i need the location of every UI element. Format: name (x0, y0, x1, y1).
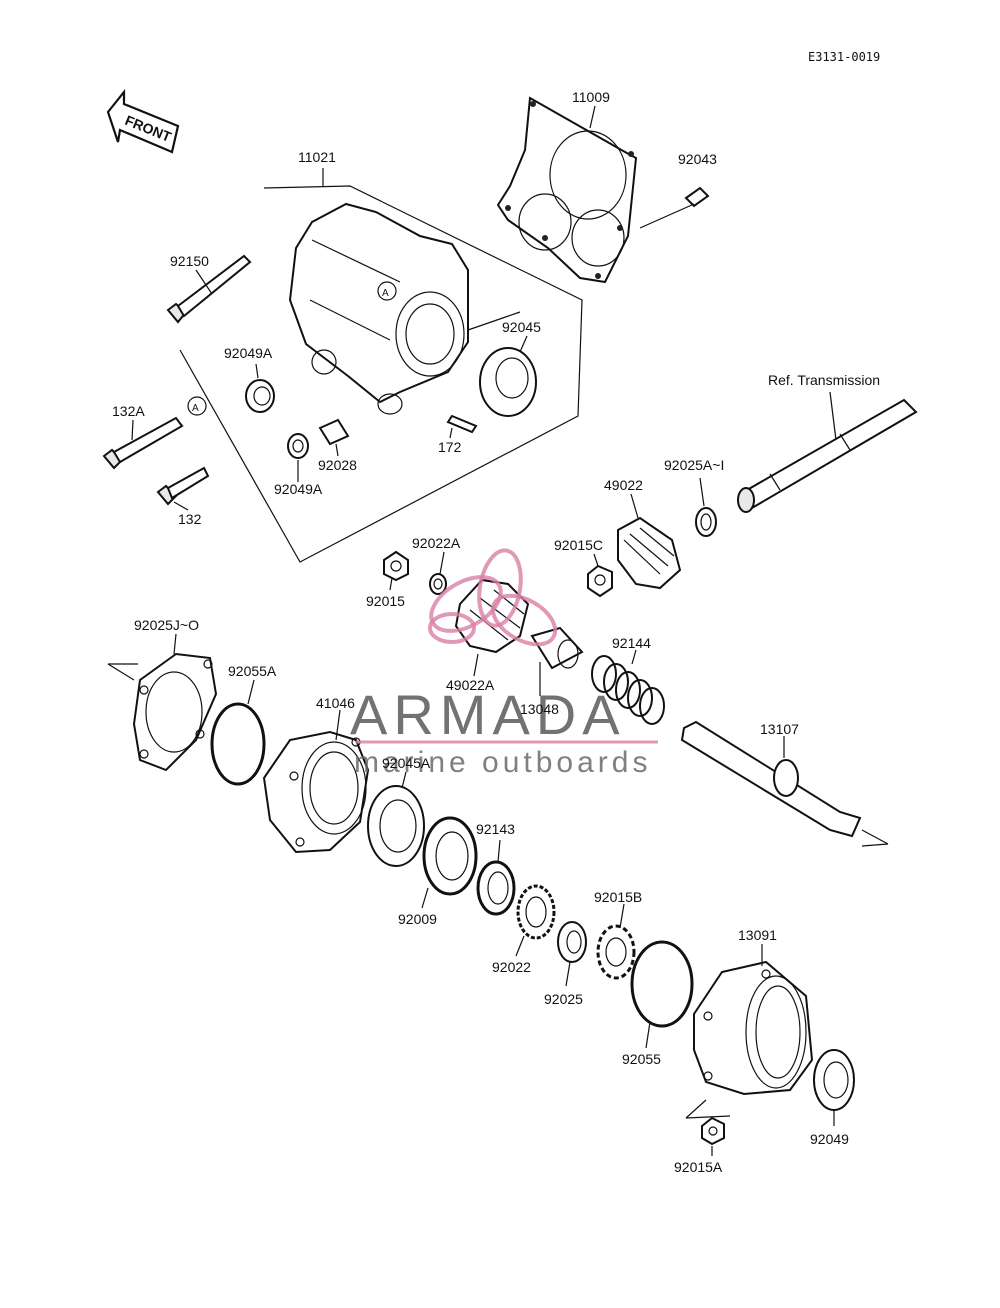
label-92150: 92150 (170, 253, 209, 269)
label-92009: 92009 (398, 911, 437, 927)
sleeve-92028 (318, 418, 350, 446)
label-13107: 13107 (760, 721, 799, 737)
label-92025: 92025 (544, 991, 583, 1007)
label-92045: 92045 (502, 319, 541, 335)
bearing-92045A (367, 771, 425, 867)
label-11009: 11009 (572, 89, 610, 105)
label-49022A: 49022A (446, 677, 495, 693)
lock-washer-92022 (515, 884, 556, 957)
label-49022: 49022 (604, 477, 643, 493)
output-housing-13091 (693, 944, 814, 1096)
gasket-11009 (496, 96, 638, 284)
label-92015A: 92015A (674, 1159, 723, 1175)
housing-11021: A (288, 202, 469, 415)
nut-92015A (685, 1099, 731, 1156)
gasket-92025J-O (107, 633, 218, 772)
washer-92022A (429, 551, 447, 595)
oil-seal-92049A-lower (287, 433, 309, 459)
washer-92025 (557, 921, 587, 987)
watermark-brand: ARMADA (350, 683, 626, 746)
leader-lines-top (131, 105, 596, 511)
o-ring-92055 (630, 940, 694, 1049)
watermark: ARMADA marine outboards (350, 548, 658, 779)
label-11021: 11021 (298, 149, 336, 165)
coupling-13048 (530, 626, 584, 696)
watermark-tagline: marine outboards (354, 746, 651, 779)
label-172: 172 (438, 439, 462, 455)
front-arrow-icon: FRONT (106, 88, 180, 154)
o-ring-92055A (210, 679, 266, 786)
label-92049A-lower: 92049A (274, 481, 323, 497)
label-92015C: 92015C (554, 537, 603, 553)
collar-92143 (476, 839, 516, 916)
label-92028: 92028 (318, 457, 357, 473)
label-13091: 13091 (738, 927, 777, 943)
label-92022A: 92022A (412, 535, 461, 551)
spring-92144 (591, 649, 665, 725)
housing-group-bracket (179, 185, 583, 563)
bearing-92009 (421, 816, 478, 909)
callout-a-bolt: A (192, 403, 199, 414)
nut-92015B (596, 903, 636, 980)
label-92055: 92055 (622, 1051, 661, 1067)
watermark-flower-icon (428, 548, 558, 647)
bolt-92150 (166, 254, 252, 324)
label-92144: 92144 (612, 635, 651, 651)
label-92049A-upper: 92049A (224, 345, 273, 361)
bearing-92045 (479, 347, 537, 417)
transmission-shaft (737, 391, 918, 513)
label-92043: 92043 (678, 151, 717, 167)
label-92049: 92049 (810, 1131, 849, 1147)
label-92025A-I: 92025A~I (664, 457, 724, 473)
nut-92015C (587, 553, 613, 598)
label-92015: 92015 (366, 593, 405, 609)
label-41046: 41046 (316, 695, 355, 711)
oil-seal-92049 (813, 1049, 855, 1126)
bearing-housing-41046 (262, 709, 370, 854)
diagram-code: E3131-0019 (808, 50, 880, 64)
bolt-132 (156, 466, 210, 506)
dowel-pin-92043 (639, 186, 710, 229)
washer-92025A-I (695, 477, 717, 537)
label-132: 132 (178, 511, 202, 527)
nut-92015 (383, 550, 409, 591)
label-92045A: 92045A (382, 755, 431, 771)
part-labels: 11009 92043 11021 92150 92045 92049A 132… (112, 89, 880, 1175)
bevel-gear-49022 (617, 493, 682, 590)
label-92015B: 92015B (594, 889, 642, 905)
oil-seal-92049A-upper (245, 379, 275, 413)
drive-shaft-13107 (680, 720, 889, 847)
label-92022: 92022 (492, 959, 531, 975)
stud-172 (446, 414, 478, 434)
bolt-132A: A (102, 396, 207, 470)
label-92025J-O: 92025J~O (134, 617, 199, 633)
label-13048: 13048 (520, 701, 559, 717)
label-92143: 92143 (476, 821, 515, 837)
label-ref-transmission: Ref. Transmission (768, 372, 880, 388)
callout-a-housing: A (382, 288, 389, 299)
label-132A: 132A (112, 403, 145, 419)
label-92055A: 92055A (228, 663, 277, 679)
